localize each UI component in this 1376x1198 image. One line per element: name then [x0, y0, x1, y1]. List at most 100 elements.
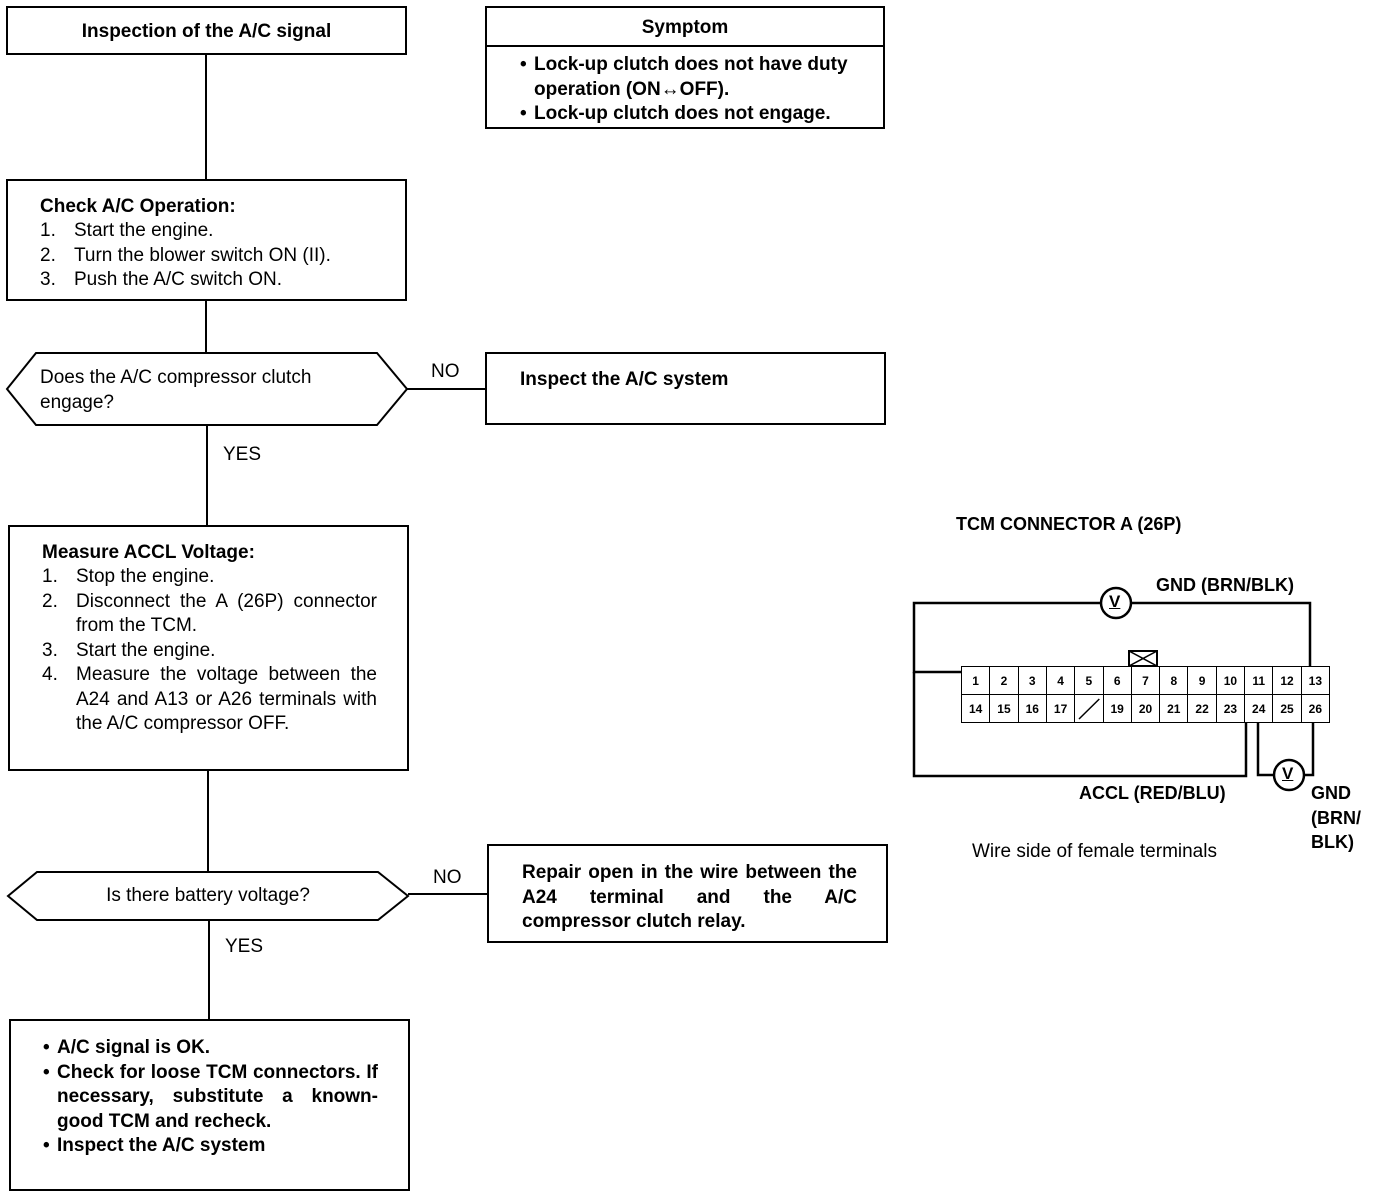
- step-number: 1.: [40, 220, 56, 241]
- final-item: Check for loose TCM connectors. If neces…: [43, 1061, 378, 1135]
- step-text: Turn the blower switch ON (II).: [74, 244, 331, 266]
- connector-pin: 22: [1187, 694, 1217, 723]
- inspect-ac-box: Inspect the A/C system: [485, 352, 886, 425]
- step-text: Start the engine.: [76, 639, 216, 661]
- step-number: 3.: [40, 269, 56, 290]
- step-number: 4.: [42, 664, 58, 685]
- step-item: 2. Disconnect the A (26P) connector from …: [42, 590, 377, 639]
- connector-pin: 6: [1102, 666, 1132, 695]
- connector-pin: 21: [1159, 694, 1189, 723]
- step-number: 2.: [42, 590, 58, 612]
- symptom-header: Symptom: [641, 17, 729, 38]
- connector-wiring: [912, 586, 1315, 792]
- gnd-right-line: GND: [1311, 783, 1351, 803]
- connector-pin: 24: [1244, 694, 1274, 723]
- gnd-right-line: BLK): [1311, 832, 1354, 852]
- voltmeter-top-label: V: [1109, 592, 1121, 611]
- connector-pin: 3: [1017, 666, 1047, 695]
- check-ac-title: Check A/C Operation:: [40, 196, 236, 217]
- connector-pin: 16: [1017, 694, 1047, 723]
- check-ac-steps: 1. Start the engine. 2. Turn the blower sw…: [40, 219, 331, 293]
- connector-pin: 2: [989, 666, 1019, 695]
- final-box: A/C signal is OK. Check for loose TCM co…: [9, 1019, 410, 1191]
- connector-pin: 11: [1244, 666, 1274, 695]
- connector-line: [206, 425, 208, 526]
- connector-pin: 15: [989, 694, 1019, 723]
- decision-1-shape: [5, 352, 409, 426]
- gnd-top-label: GND (BRN/BLK): [1156, 575, 1294, 595]
- connector-title: TCM CONNECTOR A (26P): [956, 514, 1182, 534]
- connector-line: [207, 770, 209, 871]
- step-text: Measure the voltage between the A24 and …: [76, 664, 377, 734]
- connector-pin: 13: [1300, 666, 1330, 695]
- decision-2-shape: [6, 871, 410, 921]
- voltmeter-icon: [1272, 758, 1306, 792]
- decision-1-yes-label: YES: [223, 444, 262, 465]
- final-item: A/C signal is OK.: [43, 1036, 378, 1061]
- connector-pin: 20: [1130, 694, 1161, 723]
- step-text: Disconnect the A (26P) connector from th…: [76, 590, 377, 637]
- step-item: 4. Measure the voltage between the A24 an…: [42, 663, 377, 737]
- connector-pin: 8: [1159, 666, 1189, 695]
- connector-pin: 19: [1102, 694, 1132, 723]
- repair-box: Repair open in the wire between the A24 …: [487, 844, 888, 943]
- connector-pin: 26: [1300, 694, 1330, 723]
- symptom-divider: [487, 45, 883, 47]
- step-item: 2. Turn the blower switch ON (II).: [40, 244, 331, 269]
- symptom-item: Lock-up clutch does not engage.: [520, 102, 860, 127]
- final-list: A/C signal is OK. Check for loose TCM co…: [43, 1036, 378, 1159]
- step-number: 2.: [40, 244, 56, 266]
- connector-pin: 9: [1187, 666, 1217, 695]
- connector-pin: 25: [1272, 694, 1302, 723]
- decision-2-yes-label: YES: [225, 936, 264, 957]
- repair-text: Repair open in the wire between the A24 …: [522, 862, 857, 932]
- connector-pin: 14: [961, 694, 991, 723]
- connector-pin: 4: [1045, 666, 1076, 695]
- symptom-list: Lock-up clutch does not have duty operat…: [520, 53, 860, 127]
- connector-pin: 7: [1130, 666, 1161, 695]
- measure-title: Measure ACCL Voltage:: [42, 542, 255, 563]
- decision-1-no-label: NO: [431, 361, 460, 382]
- step-item: 3. Push the A/C switch ON.: [40, 268, 331, 293]
- connector-line: [205, 53, 207, 180]
- step-item: 3. Start the engine.: [42, 639, 377, 664]
- decision-1-line: Does the A/C compressor clutch: [40, 367, 312, 388]
- connector-pin: 5: [1074, 666, 1104, 695]
- measure-box: Measure ACCL Voltage: 1. Stop the engine.…: [8, 525, 409, 771]
- accl-label: ACCL (RED/BLU): [1079, 783, 1226, 803]
- inspect-ac-text: Inspect the A/C system: [520, 369, 729, 390]
- step-item: 1. Start the engine.: [40, 219, 331, 244]
- connector-pin: 12: [1272, 666, 1302, 695]
- connector-caption: Wire side of female terminals: [972, 841, 1217, 862]
- gnd-right-label: GND (BRN/ BLK): [1311, 781, 1361, 855]
- symptom-item: Lock-up clutch does not have duty operat…: [520, 53, 860, 102]
- connector-line: [406, 388, 486, 390]
- voltmeter-bottom-label: V: [1282, 764, 1294, 783]
- symptom-box: Symptom Lock-up clutch does not have dut…: [485, 6, 885, 129]
- start-box: Inspection of the A/C signal: [6, 6, 407, 55]
- connector-pin: 23: [1215, 694, 1246, 723]
- voltmeter-icon: [1099, 586, 1133, 620]
- connector-line: [205, 300, 207, 353]
- connector-line: [208, 920, 210, 1020]
- connector-pin: 1: [961, 666, 991, 695]
- check-ac-box: Check A/C Operation: 1. Start the engine.…: [6, 179, 407, 301]
- measure-steps: 1. Stop the engine. 2. Disconnect the A (2…: [42, 565, 377, 737]
- connector-pin: 10: [1215, 666, 1246, 695]
- gnd-right-line: (BRN/: [1311, 807, 1361, 828]
- decision-2-no-label: NO: [433, 867, 462, 888]
- start-title: Inspection of the A/C signal: [81, 21, 332, 42]
- step-number: 3.: [42, 639, 58, 661]
- step-number: 1.: [42, 566, 58, 587]
- step-item: 1. Stop the engine.: [42, 565, 377, 590]
- connector-line: [408, 893, 488, 895]
- step-text: Stop the engine.: [76, 566, 215, 587]
- step-text: Start the engine.: [74, 220, 214, 241]
- decision-1-line: engage?: [40, 391, 114, 413]
- connector-pin: 17: [1045, 694, 1076, 723]
- decision-1-text: Does the A/C compressor clutch engage?: [40, 366, 370, 415]
- decision-2-text: Is there battery voltage?: [106, 885, 310, 906]
- step-text: Push the A/C switch ON.: [74, 269, 283, 290]
- final-item: Inspect the A/C system: [43, 1134, 378, 1159]
